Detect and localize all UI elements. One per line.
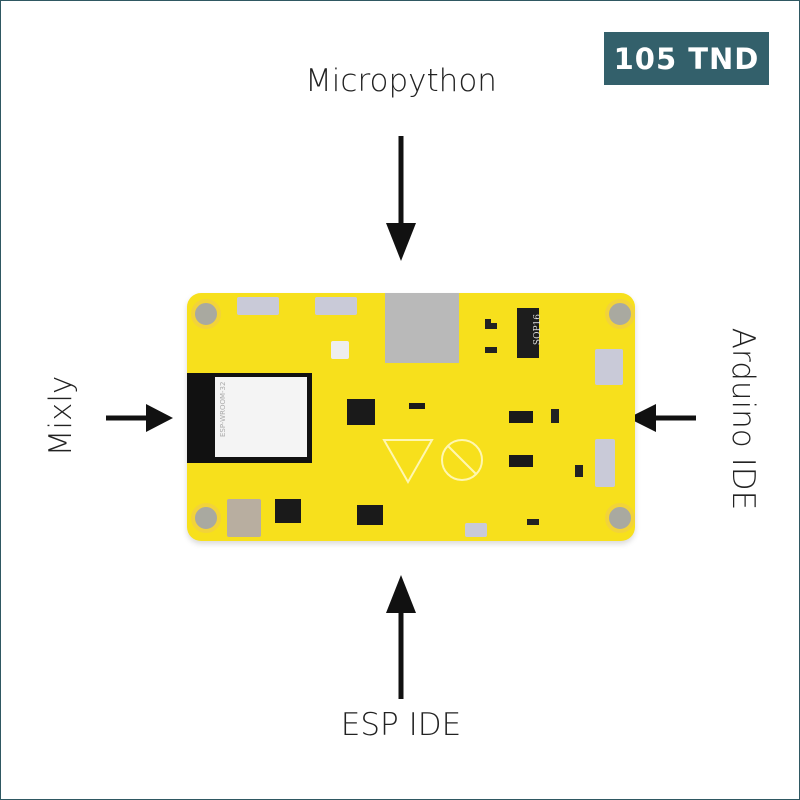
component (551, 409, 559, 423)
price-badge: 105 TND (604, 32, 769, 85)
component (485, 319, 491, 323)
arrow-right-icon (106, 404, 173, 432)
label-micropython: Micropython (305, 63, 497, 99)
sd-card-slot (385, 293, 459, 363)
component (575, 465, 583, 477)
module-shield: ESP-WROOM-32 (215, 377, 307, 457)
mount-hole (191, 503, 221, 533)
silkscreen-logos (382, 439, 483, 485)
mount-hole (191, 299, 221, 329)
battery-connector (465, 523, 487, 537)
arrow-left-icon (628, 404, 696, 432)
connector (237, 297, 279, 315)
side-connector (595, 439, 615, 487)
connector (315, 297, 357, 315)
rgb-led (331, 341, 349, 359)
component (485, 347, 497, 353)
chip (409, 403, 425, 409)
usb-port (595, 349, 623, 385)
label-esp-ide: ESP IDE (340, 707, 462, 743)
chip (275, 499, 301, 523)
chip-marking: SOP16 (533, 314, 543, 346)
chip (347, 399, 375, 425)
chip (509, 411, 533, 423)
component (485, 323, 497, 329)
button (227, 499, 261, 537)
arrow-up-icon (386, 575, 416, 699)
component (527, 519, 539, 525)
chip (509, 455, 533, 467)
arrow-down-icon (386, 136, 416, 261)
mount-hole (605, 299, 635, 329)
mount-hole (605, 503, 635, 533)
esp32-board: ESP-WROOM-32 SOP16 (187, 293, 635, 541)
sop16-chip: SOP16 (517, 308, 543, 358)
module-marking: ESP-WROOM-32 (219, 381, 227, 437)
chip (357, 505, 383, 525)
